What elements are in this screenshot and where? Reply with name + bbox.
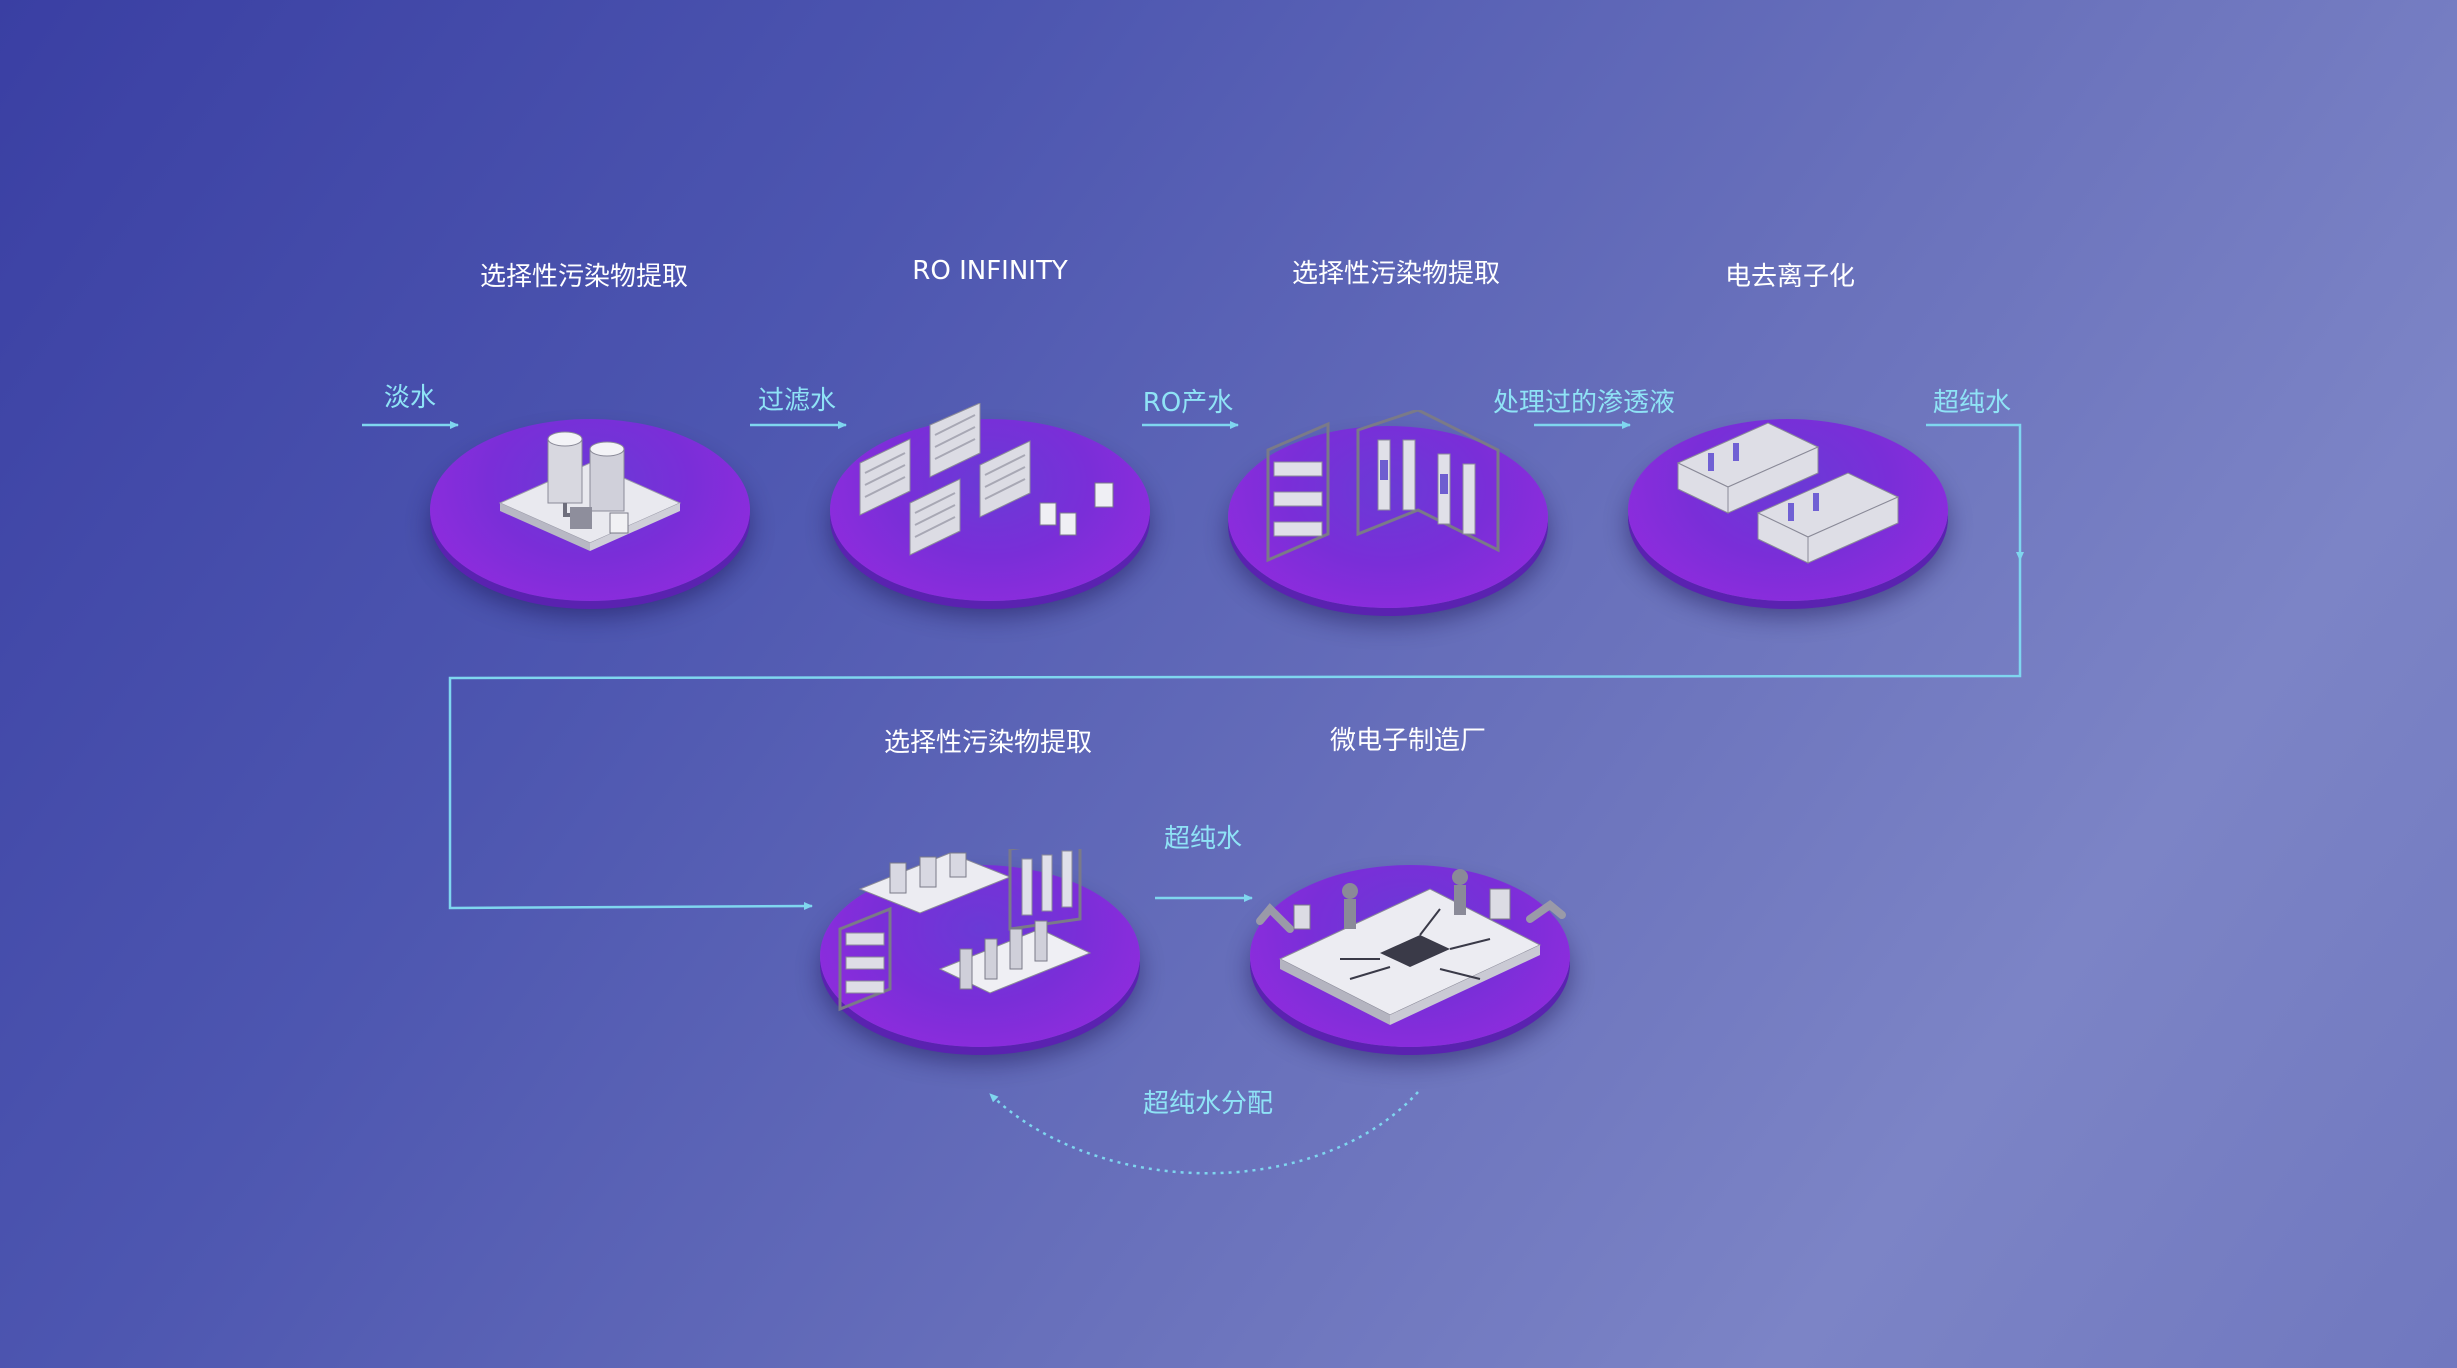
edi-units-icon	[1676, 422, 1900, 564]
stage-title-4: 电去离子化	[1724, 262, 1856, 292]
stage-edi-units	[1618, 403, 1958, 613]
flow-label-ro-product: RO产水	[1142, 388, 1234, 418]
flow-label-ultrapure-2: 超纯水	[1163, 824, 1243, 854]
ultrapure-return-line	[448, 560, 2022, 911]
flow-label-distribution: 超纯水分配	[1142, 1089, 1274, 1119]
flow-label-filtered-water: 过滤水	[757, 386, 837, 416]
flow-label-ultrapure-1: 超纯水	[1932, 388, 2012, 418]
stage-polishing-plant	[810, 849, 1150, 1059]
flow-label-treated-permeate: 处理过的渗透液	[1492, 388, 1676, 418]
chip-factory-icon	[1256, 869, 1566, 1025]
stage-title-6: 微电子制造厂	[1329, 726, 1487, 756]
arrow-ultrapure-drop	[1926, 423, 2024, 561]
polishing-plant-icon	[838, 849, 1092, 1012]
filter-frames-icon	[1266, 410, 1500, 563]
ro-racks-icon	[859, 403, 1114, 556]
stage-title-2: RO INFINITY	[912, 256, 1068, 286]
stage-filter-frames	[1218, 410, 1558, 620]
stage-ro-racks	[820, 403, 1160, 613]
stage-title-3: 选择性污染物提取	[1291, 259, 1501, 289]
flow-label-fresh-water: 淡水	[383, 383, 437, 413]
stage-title-1: 选择性污染物提取	[479, 262, 689, 292]
stage-chip-factory	[1240, 849, 1580, 1059]
stage-title-5: 选择性污染物提取	[883, 728, 1093, 758]
stage-tank-system	[420, 403, 760, 613]
tank-system-icon	[498, 431, 682, 551]
